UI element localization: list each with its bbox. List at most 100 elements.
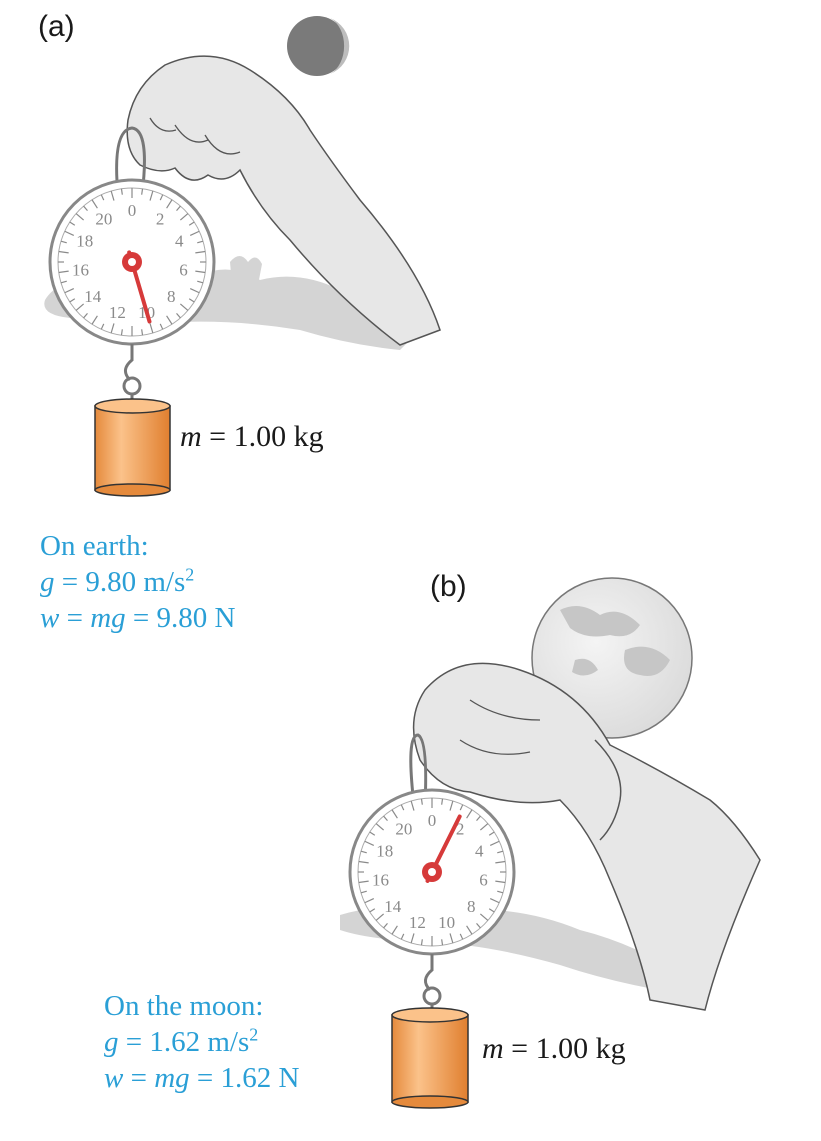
dial-tick: [176, 205, 181, 212]
dial-tick: [410, 800, 415, 811]
dial-number: 14: [384, 897, 402, 916]
g-value: = 1.62 m/s: [125, 1026, 250, 1058]
dial-tick: [195, 270, 206, 274]
dial-tick: [358, 880, 369, 884]
dial-tick: [488, 831, 495, 836]
panel-a-label: (a): [38, 10, 75, 43]
mass-value: = 1.00 kg: [511, 1032, 626, 1065]
w-value: = 1.62 N: [196, 1062, 300, 1094]
dial-number: 12: [109, 303, 126, 322]
w-symbol: w: [104, 1062, 124, 1094]
dial-tick: [83, 312, 88, 319]
dial-tick: [75, 213, 85, 221]
dial-number: 18: [376, 841, 393, 860]
dial-tick: [188, 298, 195, 303]
w-value: = 9.80 N: [132, 602, 236, 634]
dial-tick: [358, 860, 369, 864]
dial-tick: [420, 939, 423, 946]
dial-tick: [441, 798, 444, 805]
dial-number: 20: [395, 819, 412, 838]
g-value: = 9.80 m/s: [61, 566, 186, 598]
scale-top-loop: [115, 126, 146, 196]
dial-tick: [120, 329, 123, 336]
dial-number: 16: [372, 870, 389, 889]
dial-tick: [466, 925, 473, 935]
dial-number: 0: [428, 811, 437, 830]
w-mg: mg: [90, 602, 126, 634]
dial-tick: [479, 913, 489, 921]
dial-tick: [83, 205, 88, 212]
dial-tick: [69, 298, 76, 303]
dial-tick: [466, 809, 473, 819]
g-symbol: g: [40, 566, 55, 598]
dial-tick: [149, 190, 154, 201]
g-exponent: 2: [185, 564, 195, 585]
mass-label-earth: m = 1.00 kg: [180, 420, 324, 454]
dial-number: 4: [175, 231, 184, 250]
dial-tick: [58, 270, 69, 274]
earth-info: On earth: g = 9.80 m/s2 w = mg = 9.80 N: [40, 528, 235, 636]
panel-b-label: (b): [430, 570, 467, 603]
dial-number: 0: [128, 201, 137, 220]
g-exponent: 2: [249, 1024, 259, 1045]
dial-tick: [497, 850, 504, 854]
small-moon-icon: [287, 16, 350, 76]
dial-tick: [141, 188, 144, 195]
dial-tick: [476, 815, 481, 822]
dial-tick: [179, 303, 189, 311]
dial-number: 10: [438, 913, 455, 932]
dial-tick: [159, 323, 164, 330]
dial-tick: [141, 329, 144, 336]
dial-number: 8: [167, 287, 176, 306]
dial-number: 2: [156, 209, 165, 228]
dial-tick: [489, 840, 500, 846]
dial-tick: [375, 913, 385, 921]
rock-shape: [230, 256, 262, 285]
dial-tick: [449, 933, 454, 944]
dial-tick: [497, 890, 504, 894]
dial-tick: [189, 288, 200, 294]
moon-g-line: g = 1.62 m/s2: [104, 1024, 299, 1060]
dial-tick: [188, 221, 195, 226]
dial-tick: [91, 199, 98, 209]
dial-number: 14: [84, 287, 102, 306]
dial-tick: [64, 288, 75, 294]
dial-tick: [197, 280, 204, 284]
w-eq: =: [66, 602, 83, 634]
dial-tick: [58, 250, 69, 254]
dial-tick: [459, 804, 464, 811]
earth-w-line: w = mg = 9.80 N: [40, 600, 235, 636]
moon-w-line: w = mg = 1.62 N: [104, 1060, 299, 1096]
dial-tick: [69, 221, 76, 226]
weight-earth: [94, 398, 171, 497]
earth-location: On earth:: [40, 530, 149, 562]
dial-tick: [197, 240, 204, 244]
dial-tick: [159, 194, 164, 201]
dial-tick: [369, 908, 376, 913]
dial-number: 12: [409, 913, 426, 932]
dial-tick: [495, 860, 506, 864]
dial-tick: [391, 809, 398, 819]
mass-symbol: m: [180, 420, 202, 453]
mass-symbol: m: [482, 1032, 504, 1065]
earth-g-line: g = 9.80 m/s2: [40, 564, 235, 600]
dial-tick: [176, 312, 181, 319]
dial-tick: [60, 240, 67, 244]
dial-tick: [420, 798, 423, 805]
moon-info: On the moon: g = 1.62 m/s2 w = mg = 1.62…: [104, 988, 299, 1096]
g-symbol: g: [104, 1026, 119, 1058]
dial-tick: [400, 804, 405, 811]
dial-tick: [100, 194, 105, 201]
dial-tick: [375, 823, 385, 831]
dial-tick: [189, 230, 200, 236]
dial-number: 4: [475, 841, 484, 860]
dial-number: 6: [179, 260, 188, 279]
dial-tick: [100, 323, 105, 330]
dial-tick: [449, 800, 454, 811]
gloved-hand-moon: [412, 662, 761, 1011]
dial-tick: [383, 922, 388, 929]
